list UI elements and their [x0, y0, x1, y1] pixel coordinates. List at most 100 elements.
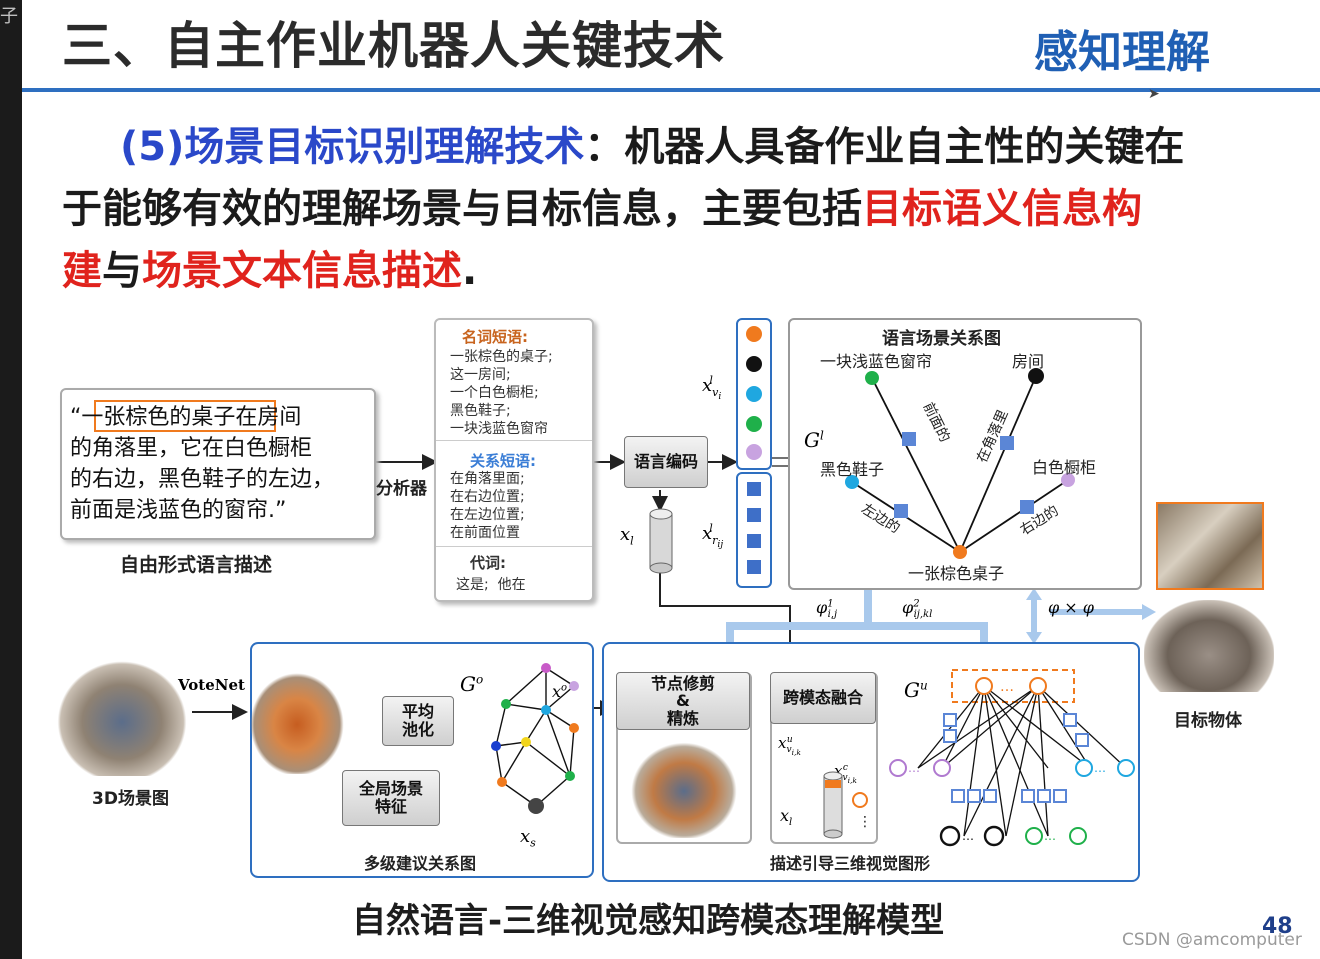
global-scene-feature: 全局场景 特征	[342, 770, 440, 826]
rel-vec	[747, 508, 761, 522]
guided-graph-label: 描述引导三维视觉图形	[770, 854, 931, 873]
csdn-credit: CSDN @amcomputer	[1122, 930, 1302, 950]
vec-green	[746, 416, 762, 432]
phi-product-symbol: φ × φ	[1048, 598, 1094, 617]
highlight-semantic: 目标语义信息构	[862, 186, 1142, 232]
node-curtain: 一块浅蓝色窗帘	[820, 352, 933, 371]
vec-orange	[746, 326, 762, 342]
noun-item: 一个白色橱柜;	[450, 385, 539, 401]
svg-text:…: …	[1094, 761, 1106, 775]
scene-graph-title: 语言场景关系图	[882, 329, 1001, 349]
xvc-symbol: xvi,kc	[834, 762, 857, 785]
vec-black	[746, 356, 762, 372]
target-crop	[1156, 502, 1264, 590]
noun-item: 一张棕色的桌子;	[450, 349, 553, 365]
pronoun-title: 代词:	[470, 554, 506, 572]
node-room: 房间	[1012, 352, 1045, 371]
figure-caption: 自然语言-三维视觉感知跨模态理解模型	[352, 901, 945, 941]
cursor-icon: ➤	[1148, 86, 1160, 102]
intro-line-2: 于能够有效的理解场景与目标信息，主要包括目标语义信息构	[62, 176, 1142, 234]
technique-name: (5)场景目标识别理解技术	[120, 124, 585, 170]
rel-vec	[747, 534, 761, 548]
rel-vec	[747, 560, 761, 574]
xv-l-symbol: xvil	[702, 374, 722, 402]
xvu-symbol: xvi,ku	[778, 734, 801, 757]
fusion-features: ⋮	[823, 771, 872, 839]
relation-list: 在角落里面; 在右边位置; 在左边位置; 在前面位置	[450, 470, 525, 542]
noun-list: 一张棕色的桌子; 这一房间; 一个白色橱柜; 黑色鞋子; 一块浅蓝色窗帘	[450, 348, 553, 438]
intro-text-1: ：机器人具备作业自主性的关键在	[584, 124, 1185, 170]
svg-text:…: …	[908, 761, 920, 775]
slide-title: 三、自主作业机器人关键技术	[62, 17, 725, 75]
scene-graph-edges	[845, 368, 1075, 559]
quote-highlight	[94, 400, 276, 432]
language-scene-graph: 语言场景关系图 一块浅蓝色窗帘 房间 黑色鞋子 白色橱柜 一张棕色桌子 前面的 …	[788, 318, 1142, 590]
quote-line: 前面是浅蓝色的窗帘.”	[70, 498, 287, 523]
node-table: 一张棕色桌子	[908, 564, 1005, 583]
vec-purple	[746, 444, 762, 460]
intro-line-1: (5)场景目标识别理解技术：机器人具备作业自主性的关键在	[120, 114, 1184, 172]
svg-text:…: …	[962, 829, 974, 843]
proposal-graph-label: 多级建议关系图	[364, 854, 477, 873]
text-feature-cylinder	[649, 508, 673, 574]
free-text-box: “一张棕色的桌子在房间 的角落里，它在白色橱柜 的右边，黑色鞋子的左边， 前面是…	[60, 388, 376, 540]
g-l-symbol: Gl	[804, 428, 824, 452]
parser-label: 分析器	[376, 479, 427, 499]
prune-scene-image	[622, 734, 746, 838]
intro-text-3: 与	[102, 248, 142, 294]
guided-visual-graph: 节点修剪 & 精炼 跨模态融合 xvi,ku xvi,kc ⋮ xl Gu	[602, 642, 1140, 882]
xr-l-symbol: xrijl	[702, 522, 724, 550]
node-cabinet: 白色橱柜	[1032, 458, 1097, 477]
xs-symbol: xs	[520, 826, 536, 850]
relation-item: 在前面位置	[450, 525, 520, 541]
rel-vec	[747, 482, 761, 496]
hyper-graph: … … … … …	[889, 669, 1135, 847]
scene-3d-image	[52, 656, 192, 776]
language-encoder: 语言编码	[624, 436, 708, 488]
section-tag: 感知理解	[1034, 27, 1210, 78]
quote-line: 的右边，黑色鞋子的左边，	[70, 467, 335, 492]
proposal-scene-image	[242, 664, 352, 774]
vec-cyan	[746, 386, 762, 402]
x-l-symbol: xl	[620, 524, 634, 548]
average-pooling: 平均 池化	[382, 696, 454, 746]
node-prune-refine: 节点修剪 & 精炼	[616, 672, 750, 730]
quote-line: 的角落里，它在白色橱柜	[70, 436, 313, 461]
scene-3d-label: 3D场景图	[92, 789, 169, 809]
relation-item: 在右边位置;	[450, 489, 525, 505]
left-window-edge	[0, 0, 22, 959]
page-number: 48	[1262, 914, 1293, 939]
intro-period: .	[462, 248, 478, 294]
noun-item: 这一房间;	[450, 367, 511, 383]
quote-line: “一张棕色的桌子在房间	[70, 405, 302, 430]
phi1-symbol: φ1i,j	[816, 598, 838, 621]
node-vector-column	[736, 318, 772, 470]
node-shoes: 黑色鞋子	[820, 460, 885, 479]
parser-box: 名词短语: 一张棕色的桌子; 这一房间; 一个白色橱柜; 黑色鞋子; 一块浅蓝色…	[434, 318, 594, 602]
intro-text-2: 于能够有效的理解场景与目标信息，主要包括	[62, 186, 862, 232]
svg-text:⋮: ⋮	[858, 814, 872, 830]
relation-item: 在左边位置;	[450, 507, 525, 523]
svg-text:…: …	[1044, 829, 1056, 843]
proposal-relation-graph: 平均 池化 全局场景 特征 Go xo xs 多级建议关系图	[242, 642, 594, 878]
quote-text: “一张棕色的桌子在房间 的角落里，它在白色橱柜 的右边，黑色鞋子的左边， 前面是…	[70, 402, 334, 526]
svg-text:…: …	[1000, 679, 1014, 695]
noun-item: 一块浅蓝色窗帘	[450, 421, 548, 437]
pronoun-list: 这是; 他在	[456, 577, 526, 593]
votenet-label: VoteNet	[178, 676, 245, 694]
g-u-symbol: Gu	[904, 678, 928, 702]
proposal-graph	[491, 663, 579, 814]
target-label: 目标物体	[1174, 711, 1242, 731]
node-prune-panel: 节点修剪 & 精炼	[616, 672, 752, 844]
phi2-symbol: φ2ij,kl	[902, 598, 933, 621]
relation-vector-column	[736, 472, 772, 588]
slide: 三、自主作业机器人关键技术 感知理解 ➤ (5)场景目标识别理解技术：机器人具备…	[22, 0, 1320, 959]
x-l2-symbol: xl	[780, 806, 793, 829]
noun-title: 名词短语:	[462, 328, 528, 346]
relation-item: 在角落里面;	[450, 471, 525, 487]
highlight-build: 建	[62, 248, 102, 294]
intro-line-3: 建与场景文本信息描述.	[62, 238, 477, 296]
highlight-scene-text: 场景文本信息描述	[142, 248, 462, 294]
noun-item: 黑色鞋子;	[450, 403, 511, 419]
title-rule	[22, 88, 1320, 92]
